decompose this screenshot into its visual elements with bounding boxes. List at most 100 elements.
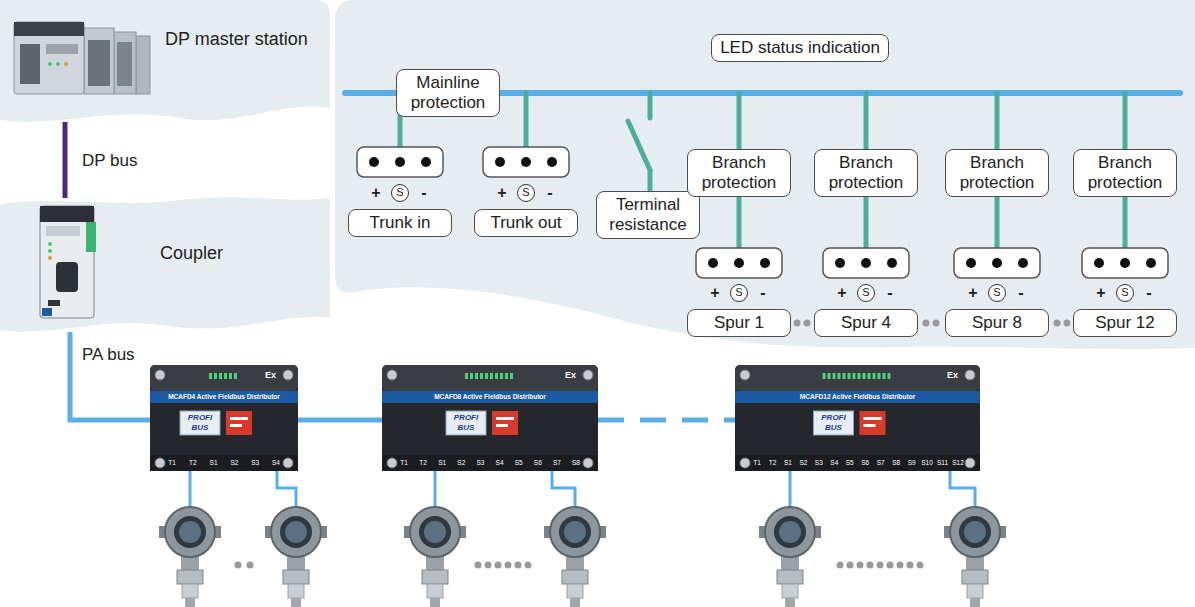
distributor-body <box>382 391 598 403</box>
plc-image <box>136 36 150 94</box>
plc-image <box>84 28 114 94</box>
spur-wire <box>189 471 192 507</box>
coupler-image <box>40 206 96 318</box>
terminal-dot <box>547 157 557 167</box>
model-name: MCAFD4 Active Fieldbus Distributor <box>150 391 298 403</box>
terminal-name: S2 <box>799 460 807 467</box>
distributor-body <box>965 370 975 380</box>
spur-wire <box>277 471 296 507</box>
coupler-image <box>42 308 52 316</box>
distributor-body <box>224 373 227 379</box>
coupler-image <box>48 300 60 306</box>
box-text: Branch protection <box>1082 153 1168 192</box>
logo-text: BUS <box>192 424 209 432</box>
distributor-body <box>496 424 508 427</box>
terminal-name: S2 <box>230 460 238 467</box>
distributor-body <box>283 370 293 380</box>
distributor-body <box>229 373 232 379</box>
label-box: Branch protection <box>945 149 1049 196</box>
coupler-image <box>48 242 52 246</box>
distributor-body <box>382 455 598 471</box>
plc-image <box>56 62 60 66</box>
terminal-name: S1 <box>784 460 792 467</box>
distributor-body <box>858 373 861 379</box>
distributor-body <box>735 365 980 471</box>
spur-wire <box>789 471 792 507</box>
distributor-body <box>150 455 298 471</box>
terminal-dot <box>966 258 976 268</box>
transmitters <box>544 507 606 607</box>
distributor-body <box>883 373 886 379</box>
terminal-name: S1 <box>210 460 218 467</box>
terminal-block <box>823 248 909 278</box>
ellipsis-dots <box>897 562 904 569</box>
terminal-dot <box>369 157 379 167</box>
ellipsis-dots <box>867 562 874 569</box>
distributor-body <box>155 370 165 380</box>
terminal-block <box>357 147 443 177</box>
polarity-sign: - <box>547 185 552 201</box>
distributor-body <box>735 403 980 455</box>
terminal-dot <box>835 258 845 268</box>
terminal-dot <box>861 258 871 268</box>
plc-image <box>48 62 52 66</box>
polarity-sign: - <box>887 285 892 301</box>
ex-mark: Ex <box>265 371 276 380</box>
distributor-body <box>740 458 750 468</box>
terminal-dot <box>887 258 897 268</box>
shield-symbol: S <box>735 286 742 298</box>
terminal-name: S3 <box>815 460 823 467</box>
distributor-body <box>180 411 220 435</box>
bus-label: DP bus <box>82 152 137 169</box>
ellipsis-dots <box>247 562 254 569</box>
distributor-body <box>505 373 508 379</box>
distributor-body <box>475 373 478 379</box>
terminal-block <box>954 248 1040 278</box>
distributor-body <box>382 365 598 391</box>
terminal-dot <box>395 157 405 167</box>
transmitters <box>944 507 1006 607</box>
terminal-name: S12 <box>952 460 964 467</box>
terminal-name: T2 <box>419 460 427 467</box>
label-box: LED status indication <box>711 34 889 62</box>
terminal-dot <box>734 258 744 268</box>
distributor-body <box>155 458 165 468</box>
bus-connector <box>598 418 735 423</box>
ellipsis-dots <box>1064 320 1071 327</box>
bus-lines <box>628 121 650 170</box>
distributor-body <box>864 417 882 420</box>
plc-image <box>14 22 84 36</box>
ellipsis-dots <box>877 562 884 569</box>
coupler-image <box>46 226 80 236</box>
terminal-dot <box>1120 258 1130 268</box>
distributor-body <box>150 365 298 471</box>
coupler-image <box>40 206 94 318</box>
distributor-body <box>209 373 212 379</box>
terminal-name: S1 <box>438 460 446 467</box>
panel-title: Coupler <box>160 244 223 262</box>
terminal-name: S9 <box>908 460 916 467</box>
polarity-sign: + <box>710 285 719 301</box>
terminal-name: S10 <box>921 460 933 467</box>
distributor-body <box>843 373 846 379</box>
coupler-image <box>48 249 52 253</box>
terminal-name: T2 <box>189 460 197 467</box>
box-text: Terminal resistance <box>605 195 691 234</box>
terminal-block <box>483 147 569 177</box>
logo-text: BUS <box>458 424 475 432</box>
terminal-name: S3 <box>476 460 484 467</box>
model-name: MCAFD8 Active Fieldbus Distributor <box>382 391 598 403</box>
transmitters <box>159 507 221 607</box>
terminal-name: S11 <box>937 460 948 467</box>
terminal-name: S4 <box>272 460 280 467</box>
label-box: Spur 1 <box>687 309 791 337</box>
bus-connector <box>298 418 382 423</box>
ex-mark: Ex <box>947 371 958 380</box>
ellipsis-dots <box>837 562 844 569</box>
terminal-name: S5 <box>846 460 854 467</box>
distributor-body <box>510 373 513 379</box>
distributor-panel <box>335 0 1195 349</box>
